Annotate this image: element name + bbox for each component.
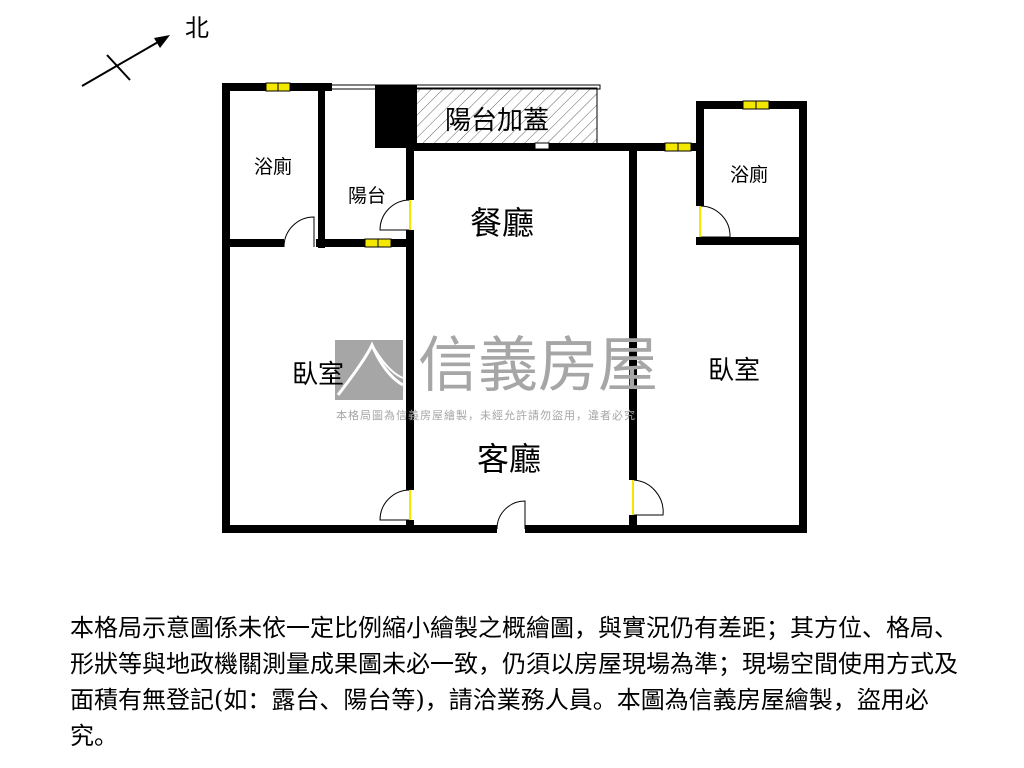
windows (265, 82, 770, 248)
room-label-balcony: 陽台 (348, 185, 387, 207)
compass-north-label: 北 (185, 14, 209, 42)
doors (283, 142, 731, 530)
room-label-living: 客廳 (477, 440, 542, 478)
brand-logo-icon (335, 340, 404, 400)
room-label-bedroom-right: 臥室 (708, 356, 761, 386)
column (375, 85, 417, 148)
watermark-brand: 信義房屋 (418, 331, 658, 401)
north-arrow-icon (81, 35, 170, 87)
watermark-notice: 本格局圖為信義房屋繪製，未經允許請勿盜用，違者必究 (336, 409, 636, 422)
room-label-bedroom-left: 臥室 (292, 360, 345, 390)
room-label-bath-right: 浴廁 (730, 164, 769, 186)
door-leafs (409, 200, 701, 520)
room-label-dining: 餐廳 (470, 204, 535, 242)
enclosed-balcony-area (414, 87, 598, 147)
room-label-bath-left: 浴廁 (254, 156, 293, 178)
disclaimer-text: 本格局示意圖係未依一定比例縮小繪製之概繪圖，與實況仍有差距；其方位、格局、形狀等… (70, 614, 958, 750)
room-label-balcony-enclosed: 陽台加蓋 (445, 106, 550, 136)
